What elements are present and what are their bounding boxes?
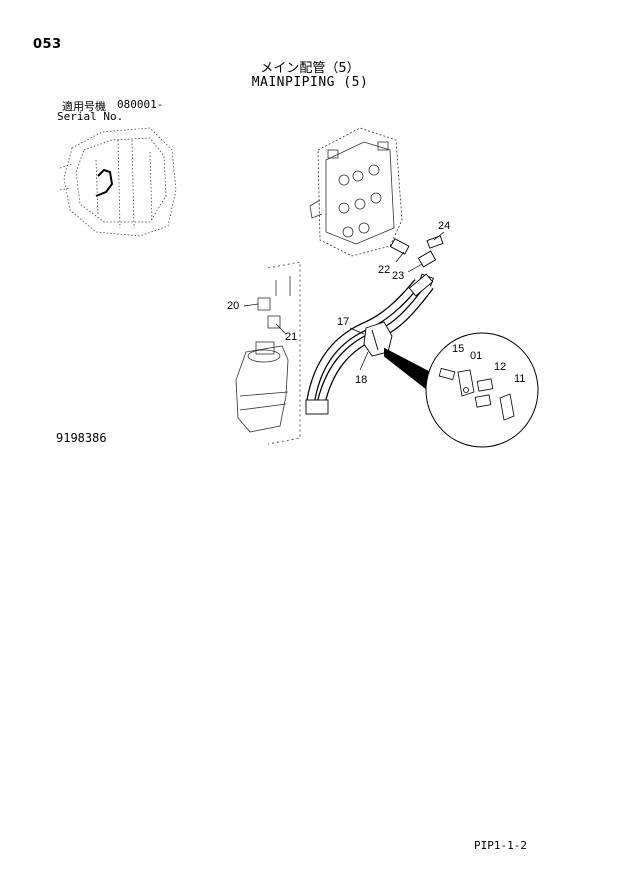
callout-23: 23	[392, 270, 404, 282]
drawing-number: 9198386	[56, 431, 107, 445]
piping-highlight-line	[95, 168, 114, 197]
title-japanese: メイン配管（5）	[260, 61, 360, 76]
callout-21: 21	[285, 331, 297, 343]
clamp-detail-parts	[438, 367, 515, 421]
serial-label-english: Serial No.	[57, 110, 124, 123]
serial-label-japanese: 適用号機	[62, 100, 106, 113]
title-english: MAINPIPING (5)	[251, 75, 369, 90]
control-valve-assembly	[309, 127, 403, 257]
callout-11: 11	[514, 373, 525, 385]
machine-locator-sketch	[59, 127, 177, 237]
serial-number-value: 080001-	[117, 98, 164, 111]
callout-22: 22	[378, 264, 390, 276]
callout-15: 15	[452, 343, 464, 355]
callout-20: 20	[227, 300, 239, 312]
swing-motor-assembly	[235, 261, 301, 445]
callout-24: 24	[438, 220, 450, 232]
page-number: 053	[33, 37, 62, 52]
callout-01: 01	[470, 350, 482, 362]
callout-12: 12	[494, 361, 506, 373]
callout-17: 17	[337, 316, 349, 328]
detail-pointer	[384, 348, 430, 392]
page-code: PIP1-1-2	[474, 839, 527, 852]
callout-18: 18	[355, 374, 367, 386]
